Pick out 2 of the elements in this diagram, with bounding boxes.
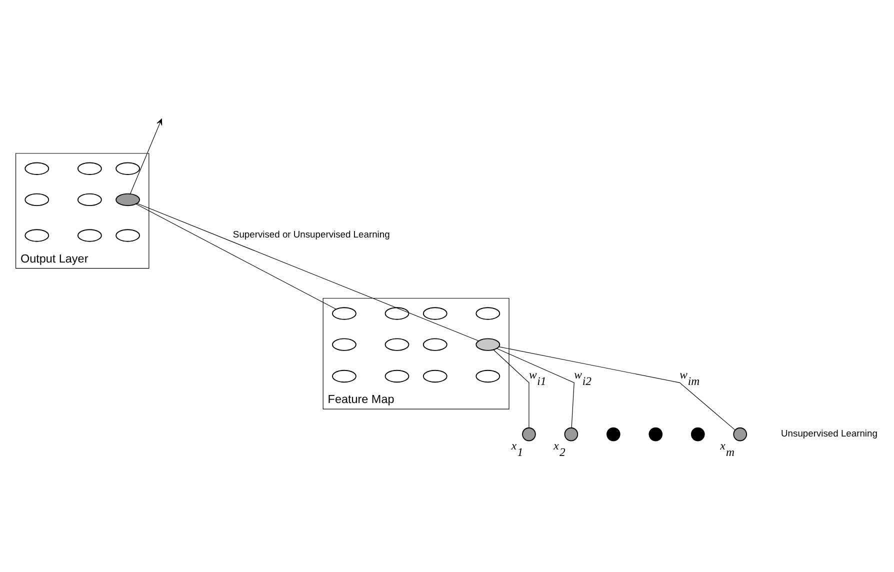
label: Supervised or Unsupervised Learning [232,230,390,240]
label: Unsupervised Learning [781,428,878,439]
